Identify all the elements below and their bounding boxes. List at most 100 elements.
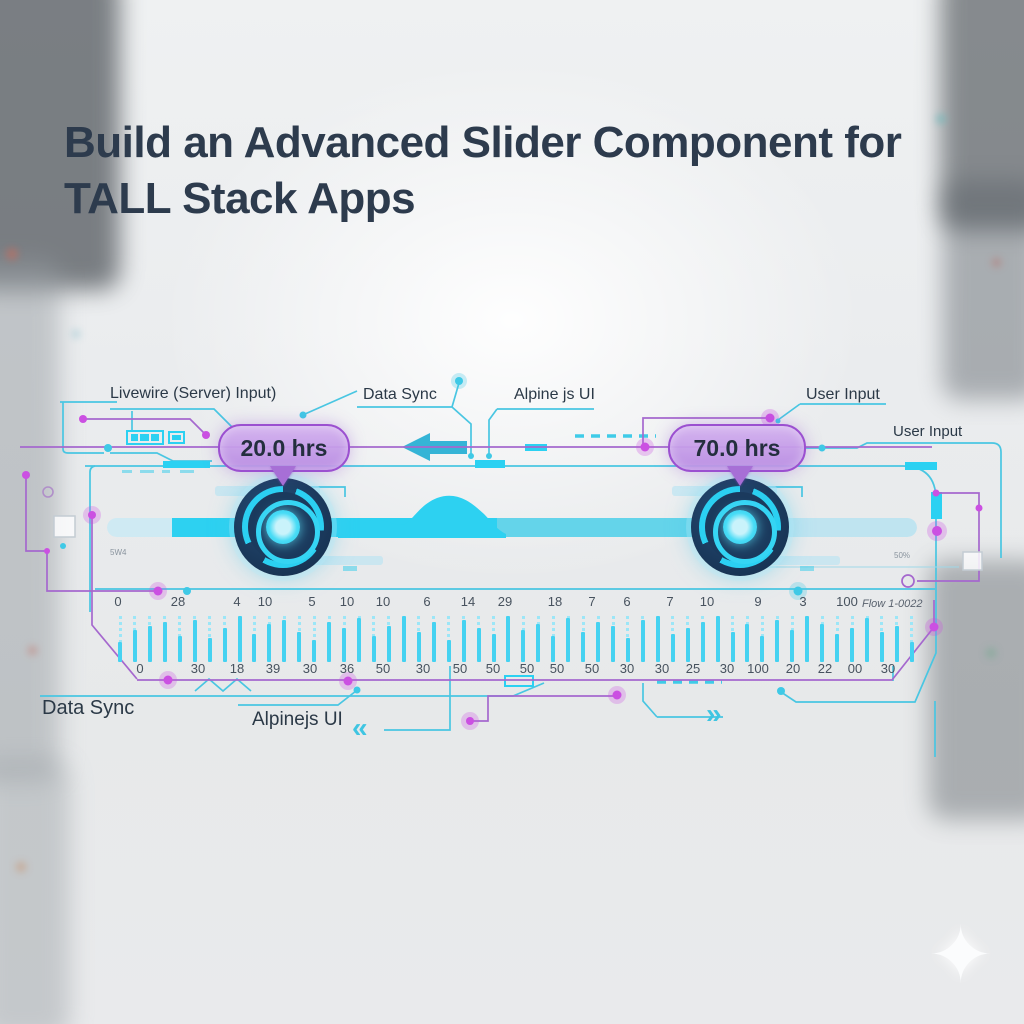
tick	[312, 616, 317, 662]
ruler-number-bottom: 30	[302, 661, 318, 676]
server-rack-left-top	[0, 0, 120, 290]
tick	[521, 616, 526, 662]
tick	[282, 616, 287, 662]
server-rack-right-mid	[942, 180, 1024, 400]
ruler-number-bottom: 00	[847, 661, 863, 676]
label-livewire-input: Livewire (Server) Input)	[110, 385, 277, 402]
ruler-number-bottom: 22	[817, 661, 833, 676]
tick	[506, 616, 511, 662]
server-rack-right-top	[940, 0, 1024, 230]
chevrons-right-icon: »	[706, 698, 722, 729]
ruler-number-top: 4	[233, 594, 241, 609]
handle-core	[266, 510, 300, 544]
ruler-number-top: 18	[547, 594, 563, 609]
ruler-number-top: 10	[375, 594, 391, 609]
tick	[207, 616, 212, 662]
tick	[850, 616, 855, 662]
bokeh-dot	[6, 248, 18, 260]
tick	[237, 616, 242, 662]
cyan-wires	[40, 382, 1002, 757]
tick	[386, 616, 391, 662]
tick	[476, 616, 481, 662]
corner-note: Flow 1-0022	[862, 598, 923, 610]
label-alpine-bottom: Alpinejs UI	[252, 709, 343, 730]
tick	[491, 616, 496, 662]
tick	[730, 616, 735, 662]
tick	[865, 616, 869, 662]
label-user-input-right: User Input	[893, 423, 963, 440]
ruler-number-top: 10	[339, 594, 355, 609]
handle-inner-ring	[256, 500, 320, 564]
slider-handle-left[interactable]	[234, 478, 332, 576]
tick	[297, 616, 302, 662]
ruler-number-top: 5	[308, 594, 316, 609]
tick	[431, 616, 436, 662]
tick	[670, 616, 675, 662]
tick	[132, 616, 137, 662]
value-bubble-left: 20.0 hrs	[218, 424, 350, 472]
tick	[820, 616, 825, 662]
tick	[805, 616, 810, 662]
ruler-number-top: 0	[114, 594, 122, 609]
server-rack-left-low	[0, 760, 70, 1024]
tick	[252, 616, 257, 662]
server-rack-left-mid	[0, 260, 60, 780]
slider-track[interactable]	[107, 518, 917, 537]
tick	[879, 616, 884, 662]
page-title: Build an Advanced Slider Component for T…	[64, 118, 902, 223]
ruler-number-bottom: 30	[619, 661, 635, 676]
slider-handle-right[interactable]	[691, 478, 789, 576]
tick	[342, 616, 347, 662]
bokeh-dot	[16, 862, 26, 872]
ruler-number-bottom: 30	[880, 661, 896, 676]
tick	[177, 616, 182, 662]
ruler-number-bottom: 50	[549, 661, 565, 676]
tick	[775, 616, 780, 662]
ruler-number-top: 9	[754, 594, 762, 609]
ruler-number-bottom: 100	[747, 661, 769, 676]
tick	[401, 616, 406, 662]
tick	[790, 616, 795, 662]
value-bubble-right: 70.0 hrs	[668, 424, 806, 472]
micro-left-tag: 5W4	[110, 548, 127, 557]
ruler-number-top: 10	[699, 594, 715, 609]
ruler-number-top: 14	[460, 594, 476, 609]
ruler-number-bottom: 0	[136, 661, 144, 676]
tick	[745, 616, 750, 662]
bokeh-dot	[72, 330, 80, 338]
cyan-microtext-dashes	[122, 470, 814, 571]
track-seg-left-pale	[107, 518, 172, 537]
tick	[536, 616, 541, 662]
ruler-number-bottom: 30	[654, 661, 670, 676]
handle-inner-ring	[713, 500, 777, 564]
track-seg-mid	[497, 518, 742, 537]
tick	[357, 616, 362, 662]
server-rack-right-low	[928, 560, 1024, 820]
ruler-number-top: 3	[799, 594, 807, 609]
tick	[581, 616, 586, 662]
tick	[118, 616, 122, 662]
value-bubble-left-tail	[270, 466, 296, 486]
tick	[222, 616, 227, 662]
ruler-number-bottom: 20	[785, 661, 801, 676]
tick	[416, 616, 421, 662]
micro-right-tag: 50%	[894, 551, 911, 560]
label-user-input-top: User Input	[806, 386, 880, 403]
left-value: 20.0 hrs	[240, 434, 328, 461]
tick	[147, 616, 152, 662]
ruler-number-bottom: 36	[339, 661, 355, 676]
handle-core	[723, 510, 757, 544]
bokeh-dot	[936, 114, 946, 124]
tick	[371, 616, 376, 662]
ruler-number-top: 28	[170, 594, 186, 609]
tick	[267, 616, 272, 662]
ruler-number-top: 7	[666, 594, 674, 609]
bokeh-dot	[992, 258, 1001, 267]
tick	[611, 616, 616, 662]
ruler-number-bottom: 30	[415, 661, 431, 676]
tick	[894, 616, 899, 662]
ruler-number-bottom: 39	[265, 661, 281, 676]
